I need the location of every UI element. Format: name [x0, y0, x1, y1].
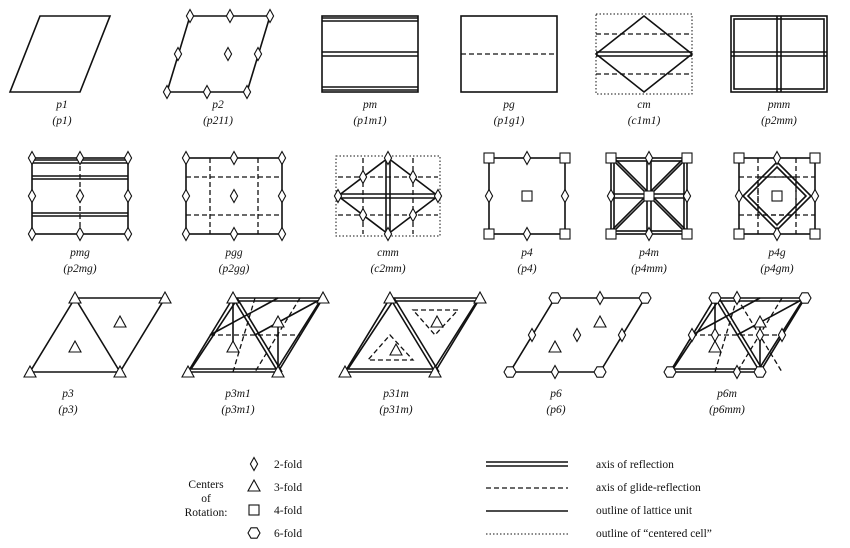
cell-pg	[460, 15, 558, 93]
label-p31m-full: (p31m)	[379, 404, 412, 416]
label-pmm: pmm	[767, 99, 790, 111]
cell-p4g	[733, 150, 821, 242]
label-pm: pm	[362, 99, 377, 111]
label-p3: p3	[61, 388, 74, 400]
label-p1: p1	[55, 99, 68, 111]
label-p4m-full: (p4mm)	[631, 263, 667, 275]
legend-line-double	[486, 461, 568, 467]
label-pgg-full: (p2gg)	[219, 263, 250, 275]
label-p2: p2	[211, 99, 224, 111]
label-cm-full: (c1m1)	[628, 115, 661, 127]
legend-2fold: 2-fold	[274, 459, 302, 471]
label-p4m: p4m	[638, 247, 659, 259]
label-cmm: cmm	[377, 247, 399, 259]
legend-4fold: 4-fold	[274, 505, 302, 517]
cell-p6	[503, 290, 652, 380]
square-icon	[248, 504, 260, 516]
cell-p4m	[605, 150, 693, 242]
label-p4: p4	[520, 247, 533, 259]
cell-p3m1	[181, 291, 330, 378]
label-pmg-full: (p2mg)	[63, 263, 96, 275]
label-p2-full: (p211)	[203, 115, 233, 127]
cell-p1	[8, 15, 112, 93]
cell-p2	[162, 8, 275, 100]
legend-reflection: axis of reflection	[596, 459, 674, 471]
cell-p3	[23, 291, 172, 378]
legend-centered: outline of “centered cell”	[596, 528, 712, 540]
cell-pmm	[730, 15, 828, 93]
hexagon-icon	[247, 527, 261, 539]
label-pmm-full: (p2mm)	[761, 115, 797, 127]
legend-centers-title-1: Centers	[188, 479, 224, 491]
label-pm-full: (p1m1)	[353, 115, 386, 127]
label-p3m1-full: (p3m1)	[221, 404, 254, 416]
label-p1-full: (p1)	[52, 115, 71, 127]
cell-labels: p1 (p1) p2 (p211) pm (p1m1) pg (p1g1) cm…	[52, 99, 797, 416]
legend: Centers of Rotation: 2-fold 3-fold 4-fol…	[185, 456, 712, 540]
label-pg: pg	[502, 99, 515, 111]
cell-pm	[321, 15, 419, 93]
label-p31m: p31m	[382, 388, 409, 400]
label-p4g-full: (p4gm)	[760, 263, 793, 275]
label-pg-full: (p1g1)	[494, 115, 525, 127]
label-p4g: p4g	[767, 247, 786, 259]
label-p6: p6	[549, 388, 562, 400]
label-p3-full: (p3)	[58, 404, 77, 416]
cell-p4	[483, 150, 571, 242]
cell-pgg	[181, 150, 287, 242]
legend-centers-title-3: Rotation:	[185, 507, 228, 519]
diamond-icon	[249, 456, 259, 472]
legend-6fold: 6-fold	[274, 528, 302, 540]
cell-pmg	[27, 150, 133, 242]
label-pmg: pmg	[69, 247, 90, 259]
legend-centers-title-2: of	[201, 493, 211, 505]
label-p4-full: (p4)	[517, 263, 536, 275]
label-p6m: p6m	[716, 388, 737, 400]
cell-cm	[594, 13, 694, 95]
cell-cmm	[333, 150, 443, 242]
label-cmm-full: (c2mm)	[370, 263, 405, 275]
label-p6m-full: (p6mm)	[709, 404, 745, 416]
legend-glide: axis of glide-reflection	[596, 482, 701, 494]
label-p3m1: p3m1	[224, 388, 251, 400]
label-pgg: pgg	[224, 247, 243, 259]
label-cm: cm	[637, 99, 650, 111]
legend-3fold: 3-fold	[274, 482, 302, 494]
cell-p6m	[663, 290, 812, 380]
label-p6-full: (p6)	[546, 404, 565, 416]
cell-p31m	[338, 291, 487, 378]
triangle-icon	[247, 479, 261, 492]
legend-lattice: outline of lattice unit	[596, 505, 693, 517]
